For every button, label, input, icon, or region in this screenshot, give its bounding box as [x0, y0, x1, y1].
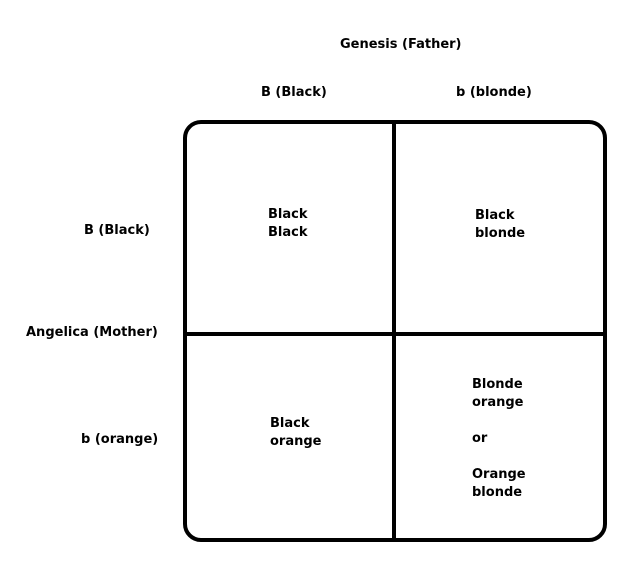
cell-text-line: Blonde [472, 377, 523, 392]
horizontal-divider [187, 332, 603, 336]
cell-top-left: Black Black [268, 206, 308, 242]
mother-allele-recessive: b (orange) [81, 432, 159, 447]
cell-text-line: Black [270, 416, 310, 431]
cell-bottom-right: Blonde orange or Orange blonde [472, 376, 526, 502]
cell-text-line: or [472, 431, 488, 446]
mother-allele-dominant: B (Black) [84, 223, 150, 238]
cell-text-line: blonde [475, 226, 526, 241]
mother-title: Angelica (Mother) [26, 325, 158, 340]
cell-text-line: Black [475, 208, 515, 223]
cell-text-line: orange [472, 395, 524, 410]
vertical-divider [392, 124, 396, 538]
cell-top-right: Black blonde [475, 207, 525, 243]
cell-text-line: blonde [472, 485, 523, 500]
cell-text-line: Black [268, 225, 308, 240]
cell-bottom-left: Black orange [270, 415, 322, 451]
father-title: Genesis (Father) [340, 37, 462, 52]
cell-text-line: Orange [472, 467, 526, 482]
father-allele-dominant: B (Black) [261, 85, 327, 100]
punnett-square: Black Black Black blonde Black orange Bl… [183, 120, 607, 542]
cell-text-line: orange [270, 434, 322, 449]
father-allele-recessive: b (blonde) [456, 85, 532, 100]
cell-text-line: Black [268, 207, 308, 222]
